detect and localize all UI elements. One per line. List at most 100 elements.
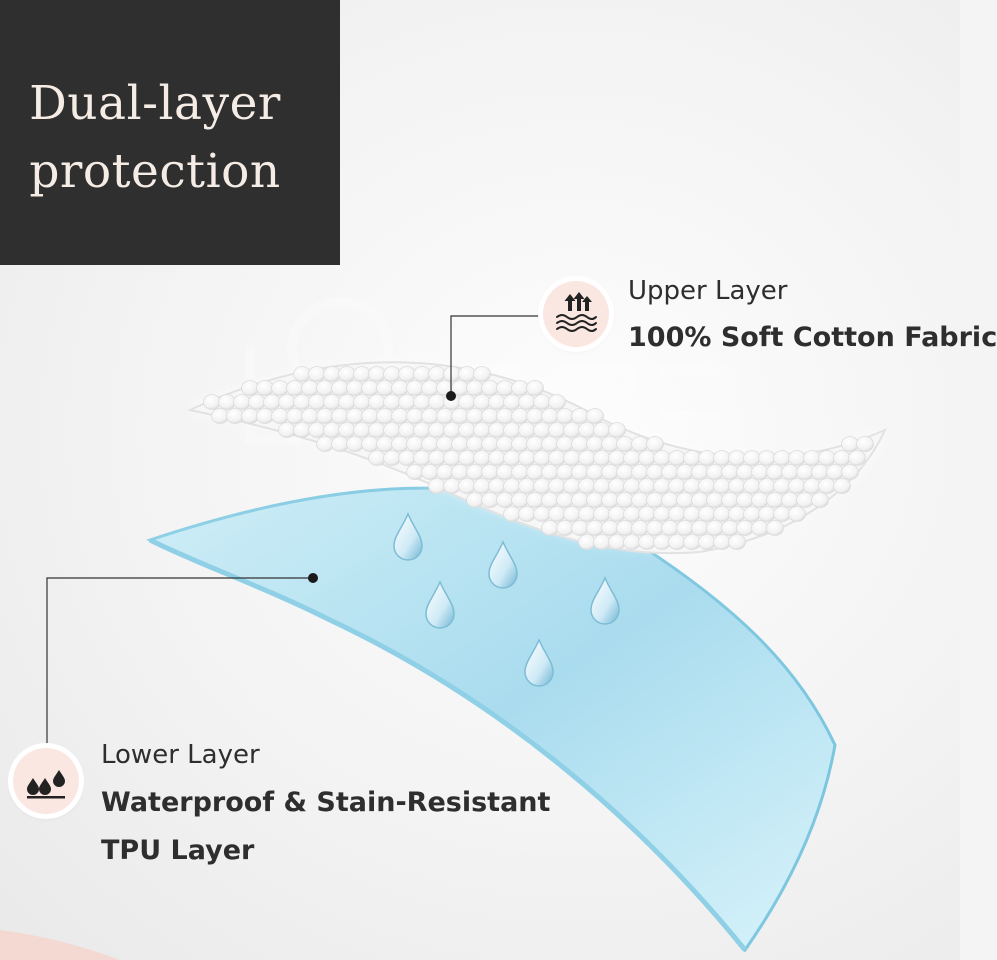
- cotton-puff: [286, 380, 304, 396]
- cotton-puff: [623, 506, 641, 522]
- cotton-puff: [653, 450, 671, 466]
- cotton-puff: [458, 478, 476, 494]
- cotton-puff: [481, 492, 499, 508]
- cotton-puff: [361, 380, 379, 396]
- cotton-puff: [571, 520, 589, 536]
- cotton-puff: [631, 492, 649, 508]
- cotton-puff: [503, 394, 521, 410]
- cotton-puff: [256, 380, 274, 396]
- cotton-puff: [683, 450, 701, 466]
- cotton-puff: [421, 380, 439, 396]
- cotton-puff: [526, 464, 544, 480]
- cotton-puff: [556, 464, 574, 480]
- cotton-puff: [818, 478, 836, 494]
- cotton-puff: [833, 450, 851, 466]
- cotton-puff: [428, 366, 446, 382]
- cotton-puff: [488, 478, 506, 494]
- cotton-puff: [706, 464, 724, 480]
- cotton-puff: [668, 478, 686, 494]
- cotton-puff: [481, 464, 499, 480]
- cotton-puff: [436, 436, 454, 452]
- cotton-puff: [818, 450, 836, 466]
- cotton-puff: [638, 450, 656, 466]
- cotton-puff: [541, 408, 559, 424]
- cotton-puff: [391, 408, 409, 424]
- cotton-puff: [638, 478, 656, 494]
- cotton-puff: [676, 464, 694, 480]
- cotton-puff: [451, 464, 469, 480]
- cotton-puff: [511, 436, 529, 452]
- cotton-puff: [203, 394, 221, 410]
- cotton-puff: [556, 408, 574, 424]
- cotton-puff: [616, 520, 634, 536]
- cotton-puff: [758, 478, 776, 494]
- cotton-puff: [728, 534, 746, 550]
- cotton-puff: [496, 492, 514, 508]
- cotton-layer: [186, 361, 888, 555]
- cotton-puff: [541, 464, 559, 480]
- cotton-puff: [481, 436, 499, 452]
- cotton-puff: [653, 534, 671, 550]
- cotton-puff: [383, 366, 401, 382]
- cotton-puff: [676, 520, 694, 536]
- cotton-puff: [466, 492, 484, 508]
- cotton-puff: [286, 408, 304, 424]
- cotton-puff: [826, 464, 844, 480]
- cotton-puff: [488, 450, 506, 466]
- cotton-puff: [413, 366, 431, 382]
- cotton-puff: [443, 450, 461, 466]
- cotton-puff: [623, 534, 641, 550]
- cotton-puff: [398, 422, 416, 438]
- cotton-puff: [533, 478, 551, 494]
- cotton-puff: [541, 520, 559, 536]
- cotton-puff: [271, 380, 289, 396]
- cotton-puff: [361, 408, 379, 424]
- cotton-puff: [646, 436, 664, 452]
- cotton-puff: [503, 506, 521, 522]
- cotton-puff: [511, 380, 529, 396]
- cotton-puff: [316, 436, 334, 452]
- cotton-puff: [473, 366, 491, 382]
- cotton-puff: [533, 422, 551, 438]
- cotton-puff: [473, 422, 491, 438]
- cotton-puff: [256, 408, 274, 424]
- cotton-puff: [856, 436, 874, 452]
- cotton-puff: [586, 436, 604, 452]
- cotton-puff: [698, 506, 716, 522]
- cotton-puff: [736, 464, 754, 480]
- cotton-puff: [526, 408, 544, 424]
- cotton-puff: [683, 506, 701, 522]
- cotton-puff: [503, 422, 521, 438]
- cotton-puff: [608, 422, 626, 438]
- cotton-puff: [233, 394, 251, 410]
- water-drop: [524, 638, 554, 687]
- cotton-puff: [638, 534, 656, 550]
- cotton-puff: [646, 520, 664, 536]
- cotton-puff: [683, 478, 701, 494]
- cotton-puff: [331, 380, 349, 396]
- cotton-puff: [436, 464, 454, 480]
- cotton-puff: [376, 436, 394, 452]
- cotton-puff: [458, 422, 476, 438]
- water-drop: [425, 580, 455, 629]
- title-line-1: Dual-layer: [29, 76, 281, 131]
- cotton-puff: [578, 506, 596, 522]
- cotton-puff: [548, 450, 566, 466]
- cotton-puff: [571, 408, 589, 424]
- cotton-puff: [518, 422, 536, 438]
- cotton-puff: [391, 380, 409, 396]
- cotton-puff: [481, 408, 499, 424]
- cotton-puff: [226, 408, 244, 424]
- cotton-puff: [308, 394, 326, 410]
- cotton-puff: [833, 478, 851, 494]
- cotton-puff: [803, 450, 821, 466]
- cotton-puff: [743, 506, 761, 522]
- cotton-puff: [346, 408, 364, 424]
- cotton-puff: [293, 394, 311, 410]
- cotton-puff: [511, 492, 529, 508]
- cotton-puff: [631, 436, 649, 452]
- cotton-puff: [518, 478, 536, 494]
- cotton-puff: [563, 450, 581, 466]
- cotton-puff: [571, 436, 589, 452]
